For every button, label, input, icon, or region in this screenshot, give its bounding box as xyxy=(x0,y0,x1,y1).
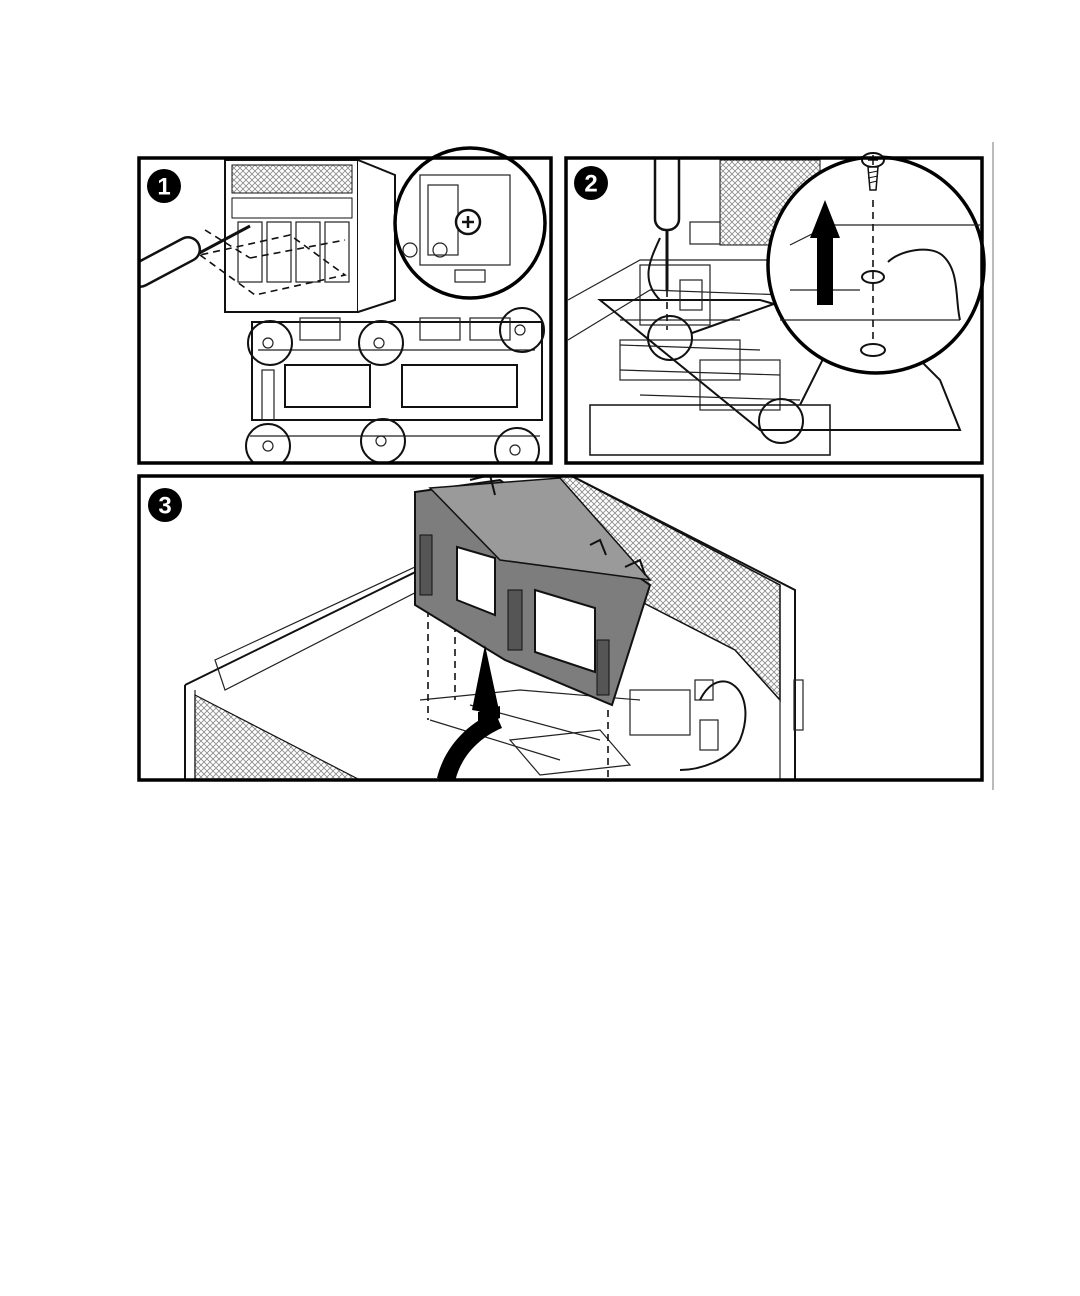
step-number: 3 xyxy=(158,493,171,520)
panel-step-2: 2 xyxy=(566,150,984,463)
zoom-callout-screw xyxy=(395,148,545,298)
step-badge-3: 3 xyxy=(148,488,182,522)
panel-step-3: 3 xyxy=(139,470,982,782)
panel-step-1: 1 xyxy=(124,148,551,472)
backplane-board xyxy=(250,318,542,436)
step-number: 2 xyxy=(584,171,597,198)
step-badge-1: 1 xyxy=(147,169,181,203)
curved-arrow-icon xyxy=(437,645,502,782)
chassis-front xyxy=(225,160,395,312)
step-number: 1 xyxy=(157,174,170,201)
step-badge-2: 2 xyxy=(574,166,608,200)
